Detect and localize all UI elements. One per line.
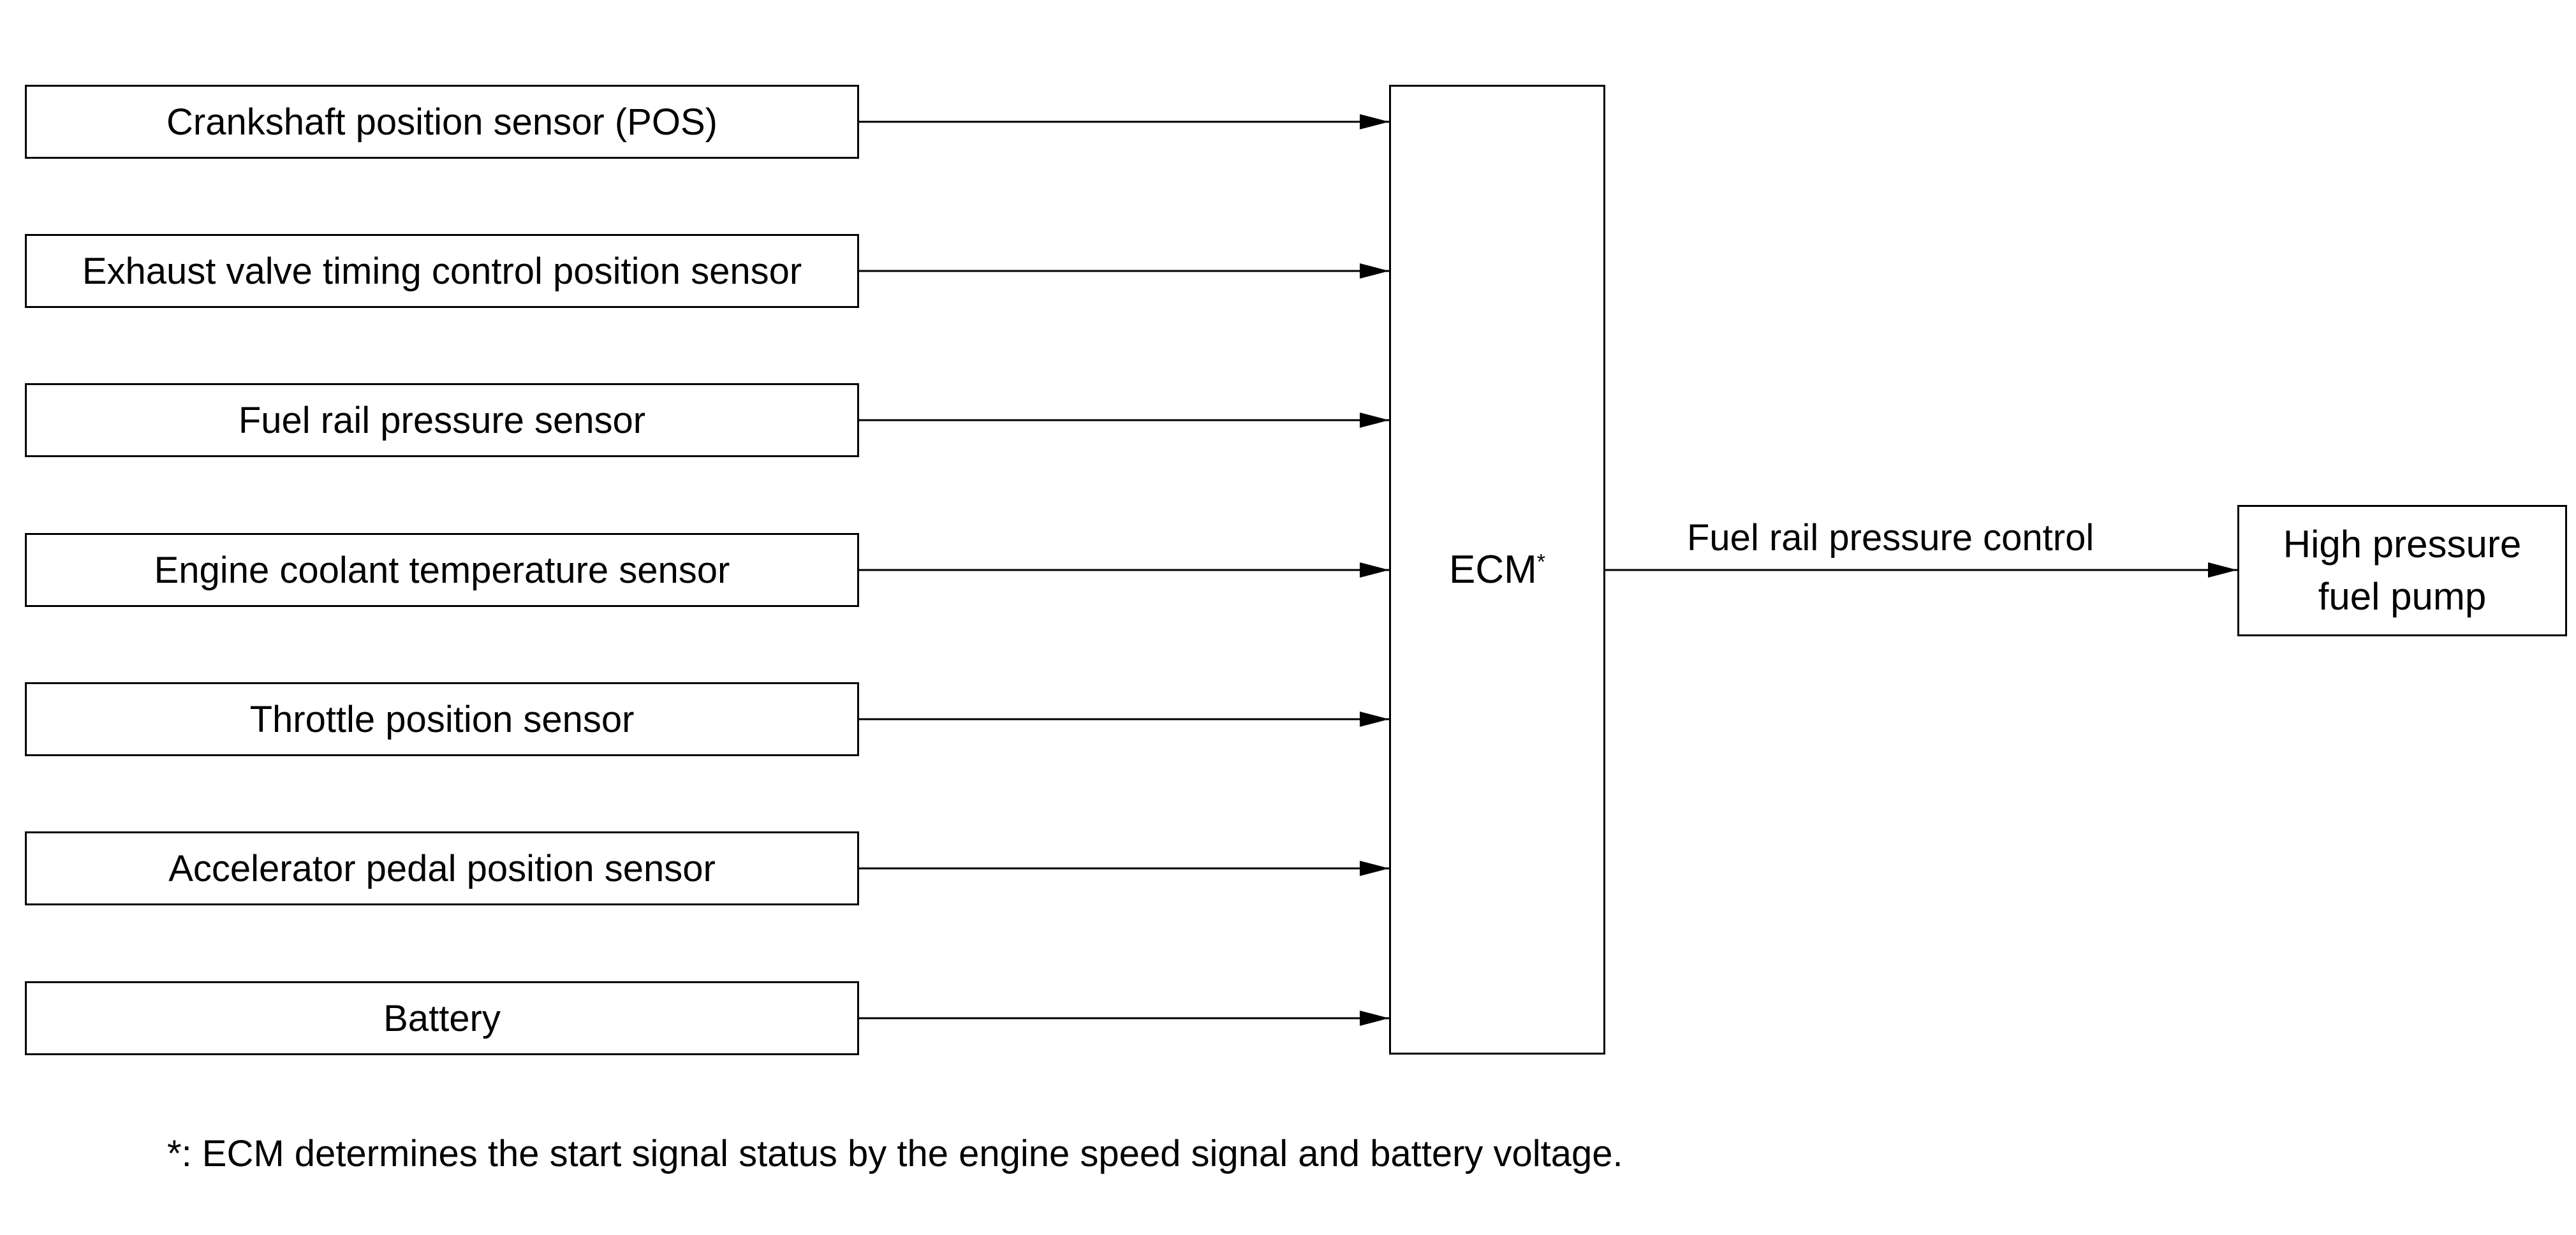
- ecm-box: ECM*: [1389, 85, 1605, 1055]
- pump-label-line1: High pressure: [2283, 523, 2522, 566]
- sensor-label: Battery: [383, 997, 501, 1039]
- sensor-box-battery: Battery: [25, 981, 859, 1055]
- pump-box: High pressure fuel pump: [2237, 505, 2567, 636]
- sensor-box-crankshaft-position: Crankshaft position sensor (POS): [25, 85, 859, 159]
- pump-label-line2: fuel pump: [2318, 575, 2487, 618]
- sensor-box-exhaust-valve-timing: Exhaust valve timing control position se…: [25, 234, 859, 308]
- sensor-label: Accelerator pedal position sensor: [168, 847, 716, 889]
- output-signal-label: Fuel rail pressure control: [1687, 517, 2094, 559]
- sensor-label: Crankshaft position sensor (POS): [166, 101, 718, 143]
- sensor-box-engine-coolant-temperature: Engine coolant temperature sensor: [25, 533, 859, 607]
- sensor-label: Engine coolant temperature sensor: [154, 549, 730, 591]
- sensor-label: Fuel rail pressure sensor: [238, 399, 646, 441]
- sensor-box-throttle-position: Throttle position sensor: [25, 682, 859, 756]
- sensor-box-accelerator-pedal-position: Accelerator pedal position sensor: [25, 831, 859, 905]
- footnote: *: ECM determines the start signal statu…: [167, 1133, 1623, 1174]
- ecm-footnote-marker: *: [1536, 550, 1545, 574]
- sensor-label: Throttle position sensor: [249, 698, 635, 740]
- sensor-label: Exhaust valve timing control position se…: [82, 250, 802, 292]
- sensor-box-fuel-rail-pressure: Fuel rail pressure sensor: [25, 383, 859, 457]
- ecm-label: ECM*: [1448, 548, 1545, 592]
